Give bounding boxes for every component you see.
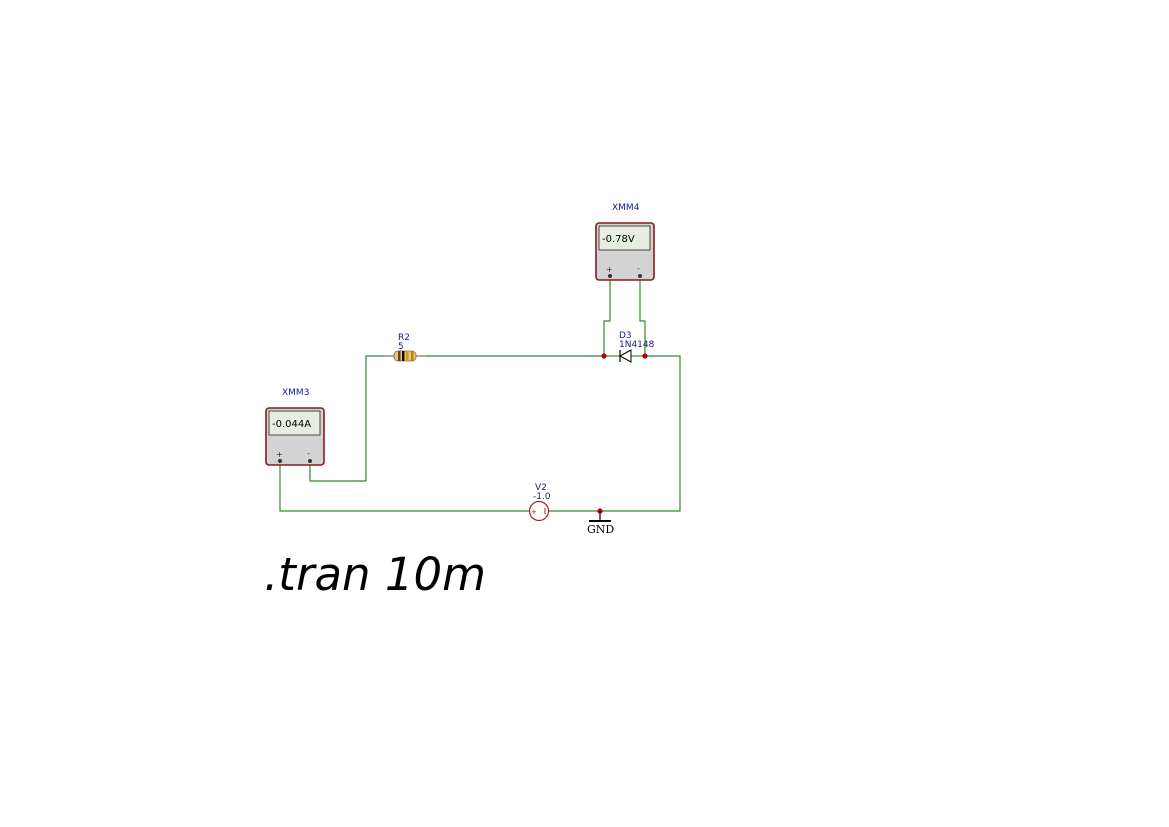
wire-right-rail[interactable] — [600, 355, 681, 512]
wires — [279, 275, 681, 512]
multimeter-xmm3[interactable]: XMM3 -0.044A + - — [265, 388, 325, 466]
d3-model: 1N4148 — [619, 340, 655, 350]
ground-symbol[interactable]: GND — [587, 511, 614, 536]
diode-d3[interactable]: D3 1N4148 — [618, 331, 655, 363]
xmm4-plus-label: + — [606, 265, 613, 274]
voltage-source-v2[interactable]: V2 -1.0 + — [528, 483, 551, 522]
xmm4-lcd — [598, 225, 651, 251]
xmm3-lcd — [268, 410, 321, 436]
wire-bottom-left[interactable] — [279, 460, 530, 512]
xmm4-minus-label: - — [637, 264, 640, 273]
v2-name: V2 — [535, 483, 547, 493]
junction-d3-cathode — [642, 353, 648, 359]
xmm3-plus-label: + — [276, 450, 283, 459]
d3-triangle — [618, 349, 632, 363]
multimeter-xmm4[interactable]: XMM4 -0.78V + - — [595, 203, 655, 281]
xmm3-minus-terminal[interactable] — [308, 459, 312, 463]
junctions — [597, 353, 648, 514]
xmm4-plus-terminal[interactable] — [608, 274, 612, 278]
xmm3-display: -0.044A — [272, 419, 311, 430]
resistor-r2[interactable]: R2 5 — [384, 333, 426, 362]
r2-value: 5 — [398, 342, 404, 352]
xmm3-name: XMM3 — [282, 388, 309, 398]
v2-plus-label: + — [531, 508, 537, 516]
junction-d3-anode — [601, 353, 607, 359]
xmm4-display: -0.78V — [602, 234, 635, 245]
xmm3-plus-terminal[interactable] — [278, 459, 282, 463]
r2-band-3 — [406, 351, 409, 361]
v2-value: -1.0 — [533, 492, 551, 502]
gnd-label: GND — [587, 523, 614, 536]
d3-name: D3 — [619, 331, 632, 341]
xmm4-name: XMM4 — [612, 203, 640, 213]
r2-band-1 — [398, 351, 401, 361]
wire-xmm4-minus[interactable] — [639, 275, 646, 356]
v2-circle — [528, 500, 550, 522]
xmm3-minus-label: - — [307, 449, 310, 458]
wire-top-left[interactable] — [365, 355, 386, 481]
xmm4-minus-terminal[interactable] — [638, 274, 642, 278]
spice-directive[interactable]: .tran 10m — [264, 548, 486, 601]
r2-name: R2 — [398, 333, 410, 343]
wire-xmm4-plus[interactable] — [603, 275, 611, 356]
r2-band-2 — [402, 351, 405, 361]
wire-xmm3-minus[interactable] — [309, 460, 366, 482]
r2-band-4 — [411, 351, 414, 361]
